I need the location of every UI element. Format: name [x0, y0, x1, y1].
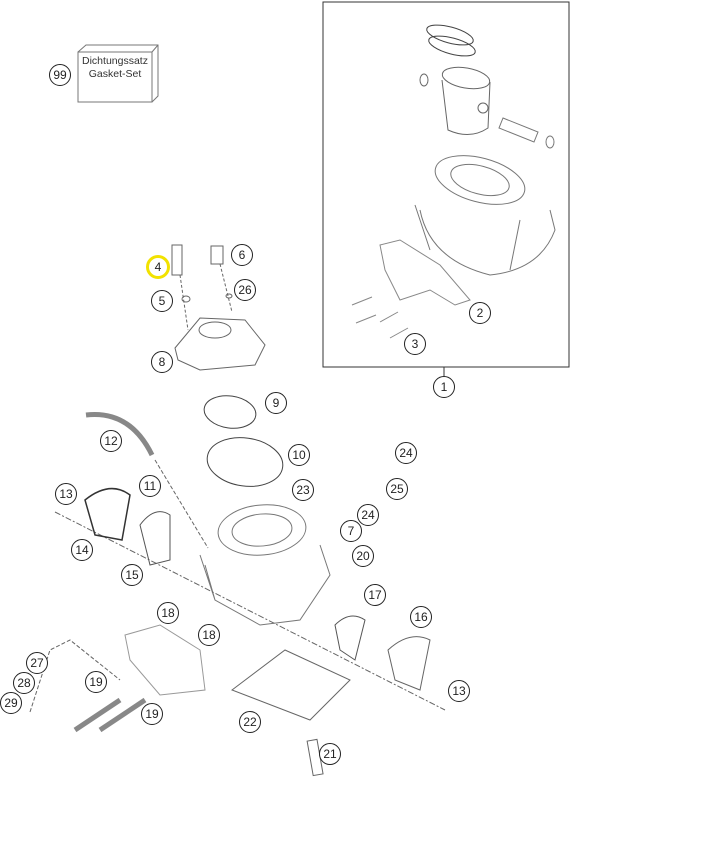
callout-24-lower[interactable]: 24 — [357, 504, 379, 526]
callout-1[interactable]: 1 — [433, 376, 455, 398]
exhaust-valve-housing — [379, 239, 471, 306]
base-gasket-22 — [230, 649, 351, 721]
callout-5[interactable]: 5 — [151, 290, 173, 312]
callout-14[interactable]: 14 — [71, 539, 93, 561]
callout-6[interactable]: 6 — [231, 244, 253, 266]
callout-28[interactable]: 28 — [13, 672, 35, 694]
o-ring-10 — [206, 437, 284, 487]
callout-7[interactable]: 7 — [340, 520, 362, 542]
cylinder — [414, 155, 556, 276]
main-cylinder — [199, 504, 331, 626]
callout-29[interactable]: 29 — [0, 692, 22, 714]
callout-21[interactable]: 21 — [319, 743, 341, 765]
gasket-set-label-de: Dichtungssatz — [82, 55, 148, 67]
callout-2[interactable]: 2 — [469, 302, 491, 324]
water-pump-cover-14 — [84, 487, 131, 541]
callout-22[interactable]: 22 — [239, 711, 261, 733]
head-parts — [171, 244, 266, 371]
gasket-15 — [139, 511, 171, 566]
callout-4-highlighted[interactable]: 4 — [146, 255, 170, 279]
callout-27[interactable]: 27 — [26, 652, 48, 674]
axis-line — [54, 511, 446, 711]
hose-12 — [85, 412, 155, 457]
callout-3[interactable]: 3 — [404, 333, 426, 355]
piston — [419, 66, 491, 135]
callout-8[interactable]: 8 — [151, 351, 173, 373]
leader-27 — [29, 639, 121, 713]
callout-12[interactable]: 12 — [100, 430, 122, 452]
gasket-set-label-en: Gasket-Set — [88, 68, 142, 80]
gasket-set-box — [77, 44, 159, 103]
callout-25[interactable]: 25 — [386, 478, 408, 500]
piston-rings — [426, 24, 476, 57]
screw-19a — [73, 697, 122, 733]
callout-20[interactable]: 20 — [352, 545, 374, 567]
callout-24[interactable]: 24 — [395, 442, 417, 464]
o-ring-9 — [203, 395, 257, 429]
exhaust-flap-19 — [124, 624, 206, 696]
callout-99[interactable]: 99 — [49, 64, 71, 86]
callout-9[interactable]: 9 — [265, 392, 287, 414]
callout-26[interactable]: 26 — [234, 279, 256, 301]
gasket-set-label: Dichtungssatz Gasket-Set — [78, 55, 152, 81]
callout-16[interactable]: 16 — [410, 606, 432, 628]
piston-cylinder-kit-frame — [322, 1, 570, 368]
gasket-17 — [334, 615, 366, 661]
bolts-3 — [351, 296, 409, 339]
callout-13[interactable]: 13 — [55, 483, 77, 505]
callout-13-lower[interactable]: 13 — [448, 680, 470, 702]
callout-18-lower[interactable]: 18 — [198, 624, 220, 646]
callout-23[interactable]: 23 — [292, 479, 314, 501]
cover-16 — [387, 636, 431, 691]
callout-15[interactable]: 15 — [121, 564, 143, 586]
callout-19-lower[interactable]: 19 — [141, 703, 163, 725]
screw-19b — [98, 697, 147, 733]
leader-11 — [154, 459, 209, 549]
callout-10[interactable]: 10 — [288, 444, 310, 466]
callout-11[interactable]: 11 — [139, 475, 161, 497]
piston-pin — [498, 117, 555, 149]
callout-18[interactable]: 18 — [157, 602, 179, 624]
callout-19[interactable]: 19 — [85, 671, 107, 693]
callout-17[interactable]: 17 — [364, 584, 386, 606]
